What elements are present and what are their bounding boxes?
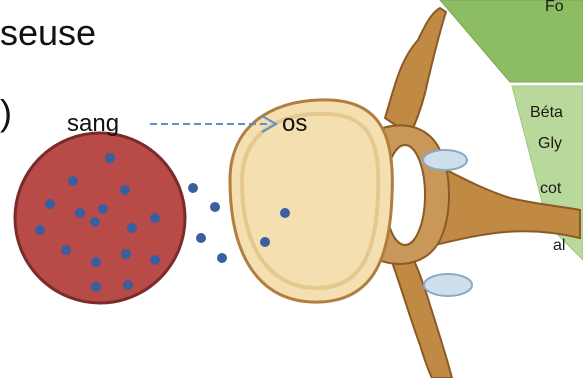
particle: [120, 185, 130, 195]
particle: [68, 176, 78, 186]
panel-text-2: Béta: [530, 104, 563, 122]
particle: [188, 183, 198, 193]
particle: [45, 199, 55, 209]
particle: [123, 280, 133, 290]
upper-facet: [423, 150, 467, 170]
particle: [217, 253, 227, 263]
particle: [35, 225, 45, 235]
lower-transverse-process: [392, 252, 452, 378]
particle: [280, 208, 290, 218]
particle: [61, 245, 71, 255]
particle: [127, 223, 137, 233]
particle: [91, 282, 101, 292]
particle: [196, 233, 206, 243]
blood-label: sang: [67, 110, 119, 138]
panel-text-1: Fo: [545, 0, 564, 16]
bone-label: os: [282, 110, 307, 138]
particle: [90, 217, 100, 227]
particle: [150, 255, 160, 265]
particle: [210, 202, 220, 212]
lower-facet: [424, 274, 472, 296]
particle: [98, 204, 108, 214]
particle: [75, 208, 85, 218]
panel-text-4: cot: [540, 180, 561, 198]
particle: [260, 237, 270, 247]
upper-transverse-process: [385, 8, 446, 135]
particle: [91, 257, 101, 267]
particle: [105, 153, 115, 163]
panel-text-5: al: [553, 237, 565, 255]
particle: [150, 213, 160, 223]
panel-text-3: Gly: [538, 135, 562, 153]
particle: [121, 249, 131, 259]
